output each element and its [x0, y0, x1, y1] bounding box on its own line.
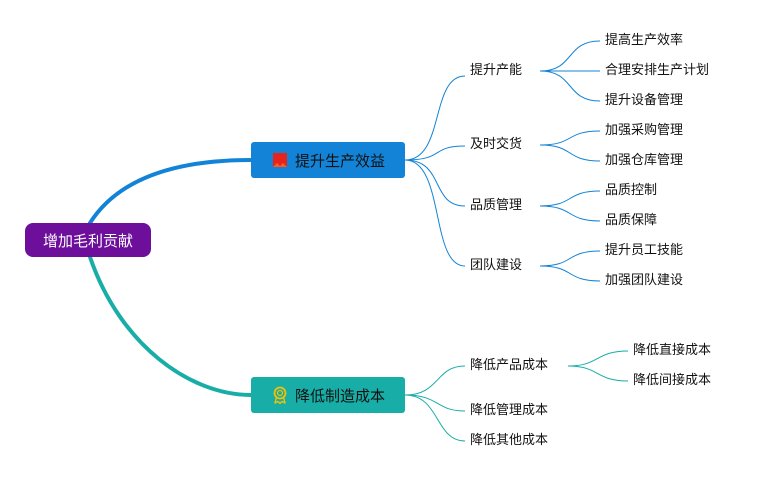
leaf-node[interactable]: 品质控制 — [605, 183, 658, 198]
b2-sub-1-to-leaf-2-connector — [567, 365, 629, 382]
sub-3-to-leaf-2-connector — [539, 205, 601, 222]
branch-1-to-sub-2-connector — [404, 145, 466, 161]
sub-1-to-leaf-3-connector — [539, 70, 601, 102]
branch-2-to-sub-3-connector — [404, 394, 466, 442]
root-to-branch-2-connector — [88, 255, 253, 397]
sub-node[interactable]: 降低管理成本 — [470, 403, 549, 418]
leaf-node[interactable]: 合理安排生产计划 — [605, 63, 710, 78]
sub-node[interactable]: 品质管理 — [470, 198, 523, 213]
sub-2-to-leaf-2-connector — [539, 144, 601, 162]
branch-2-to-sub-2-connector — [404, 394, 466, 412]
leaf-node[interactable]: 降低直接成本 — [633, 343, 712, 358]
leaf-node[interactable]: 加强团队建设 — [605, 273, 684, 288]
leaf-node[interactable]: 降低间接成本 — [633, 373, 712, 388]
sub-2-to-leaf-1-connector — [539, 130, 601, 146]
branch-1-to-sub-4-connector — [404, 159, 466, 267]
leaf-node[interactable]: 加强采购管理 — [605, 123, 684, 138]
branch-1-to-sub-3-connector — [404, 159, 466, 207]
leaf-node[interactable]: 加强仓库管理 — [605, 153, 684, 168]
root-to-branch-1-connector — [88, 158, 253, 225]
award-badge-icon — [273, 386, 287, 404]
branch-label: 提升生产效益 — [294, 151, 385, 170]
b2-sub-1-to-leaf-1-connector — [567, 350, 629, 367]
sub-4-to-leaf-1-connector — [539, 250, 601, 267]
sub-4-to-leaf-2-connector — [539, 265, 601, 282]
root-label: 增加毛利贡献 — [42, 231, 133, 250]
leaf-node[interactable]: 提高生产效率 — [605, 33, 684, 48]
sub-1-to-leaf-1-connector — [539, 40, 601, 72]
sub-node[interactable]: 团队建设 — [470, 258, 523, 273]
branch-node-1[interactable]: 提升生产效益 — [251, 142, 405, 178]
sub-node[interactable]: 降低其他成本 — [470, 433, 549, 448]
red-square-icon — [272, 153, 287, 167]
branch-node-2[interactable]: 降低制造成本 — [251, 377, 405, 413]
branch-2-to-sub-1-connector — [404, 365, 466, 396]
sub-3-to-leaf-1-connector — [539, 190, 601, 207]
leaf-node[interactable]: 提升设备管理 — [605, 93, 684, 108]
branch-label: 降低制造成本 — [294, 386, 385, 405]
sub-node[interactable]: 及时交货 — [470, 137, 523, 152]
leaf-node[interactable]: 提升员工技能 — [605, 243, 684, 258]
sub-node[interactable]: 提升产能 — [470, 63, 523, 78]
root-node[interactable]: 增加毛利贡献 — [25, 223, 151, 257]
leaf-node[interactable]: 品质保障 — [605, 213, 658, 228]
sub-node[interactable]: 降低产品成本 — [470, 358, 549, 373]
branch-1-to-sub-1-connector — [404, 75, 466, 161]
